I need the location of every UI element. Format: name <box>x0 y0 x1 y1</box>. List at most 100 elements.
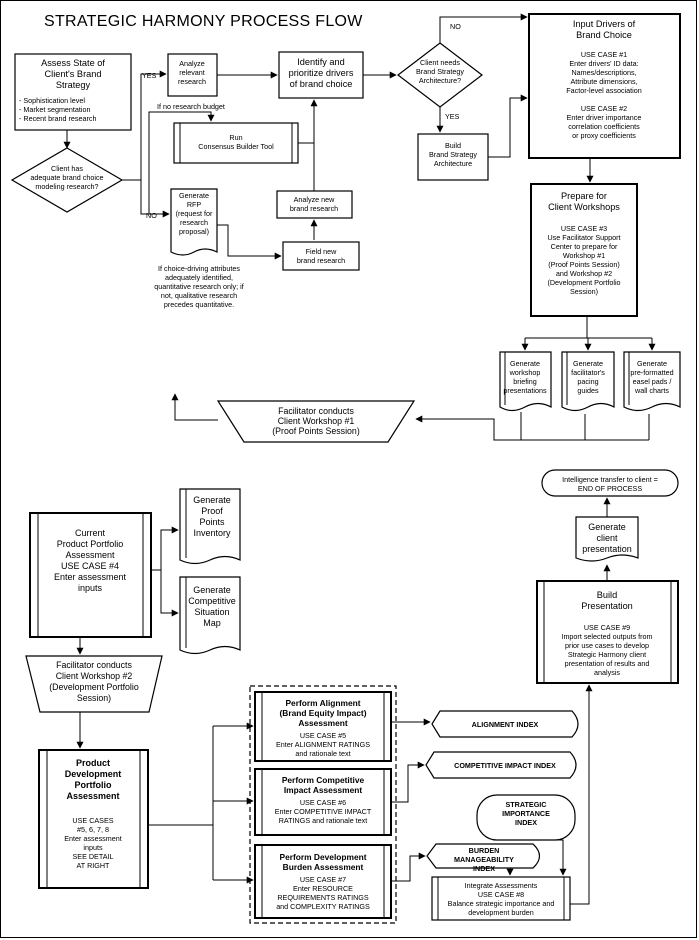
gen-easel-line: Generate <box>637 359 667 368</box>
gen-proof-points-line: Proof <box>201 506 223 516</box>
gen-pacing-line: pacing <box>577 377 598 386</box>
integrate-line: development burden <box>468 908 534 917</box>
burden-index-line: BURDEN <box>469 846 500 855</box>
gen-briefing-line: Generate <box>510 359 540 368</box>
build-pres-body-line: presentation of results and <box>565 659 650 668</box>
analyze-new-line: brand research <box>290 204 338 213</box>
workshop1-text: Facilitator conductsClient Workshop #1(P… <box>272 406 360 436</box>
gen-competitive-line: Generate <box>193 585 231 595</box>
identify-drivers-line: of brand choice <box>290 79 353 89</box>
end-process-line: Intelligence transfer to client = <box>562 475 658 484</box>
needs-architecture-line: Brand Strategy <box>416 67 464 76</box>
input-drivers-title-line: Brand Choice <box>576 30 632 40</box>
integrate-line: USE CASE #8 <box>478 890 524 899</box>
needs-architecture-line: Client needs <box>420 58 460 67</box>
gen-pacing-line: facilitator's <box>571 368 605 377</box>
perform-burden-body-line: and COMPLEXITY RATINGS <box>276 902 370 911</box>
product-dev-body-line: SEE DETAIL <box>72 852 113 861</box>
perform-alignment-title-line: (Brand Equity Impact) <box>279 708 366 718</box>
build-pres-body-line: prior use cases to develop <box>565 641 649 650</box>
workshop1-line: Client Workshop #1 <box>278 416 355 426</box>
input-drivers-uc1-line: Names/descriptions, <box>571 68 636 77</box>
strategic-index-line: INDEX <box>515 818 537 827</box>
perform-burden-body-line: REQUIREMENTS RATINGS <box>277 893 369 902</box>
build-pres-title-line: Presentation <box>581 601 633 611</box>
client-has-research-line: modeling research? <box>35 182 98 191</box>
gen-proof-points-line: Generate <box>193 495 231 505</box>
prepare-body-line: Center to prepare for <box>551 242 618 251</box>
perform-alignment-body-line: USE CASE #5 <box>300 731 346 740</box>
perform-competitive-body-line: USE CASE #6 <box>300 798 346 807</box>
workshop1-line: Facilitator conducts <box>278 406 354 416</box>
needs-architecture-text: Client needsBrand StrategyArchitecture? <box>416 58 464 85</box>
workshop2-line: Client Workshop #2 <box>56 671 133 681</box>
perform-burden-title-line: Perform Development <box>279 852 366 862</box>
gen-competitive-line: Competitive <box>188 596 236 606</box>
perform-alignment-body-line: Enter ALIGNMENT RATINGS <box>276 740 370 749</box>
perform-competitive-title-line: Impact Assessment <box>284 785 363 795</box>
gen-client-pres-line: Generate <box>588 522 626 532</box>
workshop1-line: (Proof Points Session) <box>272 426 360 436</box>
rfp-note-line: quantitative research only; if <box>154 282 244 291</box>
prepare-body-line: Workshop #1 <box>563 251 605 260</box>
current-portfolio-line: inputs <box>78 583 103 593</box>
gen-briefing-line: workshop <box>509 368 541 377</box>
input-drivers-uc2-line: Enter driver importance <box>567 113 642 122</box>
strategic-index-line: STRATEGIC <box>506 800 547 809</box>
generate-rfp-line: RFP <box>187 200 202 209</box>
analyze-new-line: Analyze new <box>294 195 336 204</box>
gen-easel-line: pre-formatted <box>630 368 673 377</box>
perform-alignment-body-line: and rationale text <box>295 749 350 758</box>
gen-competitive-line: Map <box>203 618 221 628</box>
integrate-line: Balance strategic importance and <box>448 899 555 908</box>
assess-state-line: Assess State of <box>41 58 105 68</box>
current-portfolio-line: USE CASE #4 <box>61 561 119 571</box>
competitive-index-text: COMPETITIVE IMPACT INDEX <box>454 761 556 770</box>
build-architecture-line: Brand Strategy <box>429 150 477 159</box>
product-dev-body-line: AT RIGHT <box>77 861 110 870</box>
run-consensus-line: Consensus Builder Tool <box>198 142 274 151</box>
burden-index-line: MANAGEABILITY <box>454 855 514 864</box>
gen-competitive-line: Situation <box>194 607 229 617</box>
generate-rfp-text: GenerateRFP(request forresearchproposal) <box>176 191 213 236</box>
analyze-relevant-text: Analyzerelevantresearch <box>178 59 206 86</box>
prepare-body-line: Use Facilitator Support <box>547 233 620 242</box>
assess-bullets-line: - Recent brand research <box>19 114 97 123</box>
product-dev-title-line: Assessment <box>66 791 119 801</box>
identify-drivers-text: Identify andprioritize driversof brand c… <box>289 57 354 89</box>
perform-burden-body-line: Enter RESOURCE <box>293 884 353 893</box>
analyze-relevant-line: relevant <box>179 68 205 77</box>
input-drivers-title-text: Input Drivers ofBrand Choice <box>573 19 636 40</box>
yes-label: YES <box>445 112 460 121</box>
prepare-body-line: USE CASE #3 <box>561 224 607 233</box>
build-pres-body-line: USE CASE #9 <box>584 623 630 632</box>
rfp-note-line: precedes quantitative. <box>164 300 234 309</box>
strategic-index-line: IMPORTANCE <box>502 809 550 818</box>
burden-index-line: INDEX <box>473 864 495 873</box>
input-drivers-uc1-line: Factor-level association <box>566 86 642 95</box>
perform-competitive-body-line: Enter COMPETITIVE IMPACT <box>275 807 372 816</box>
perform-burden-title-line: Burden Assessment <box>283 862 364 872</box>
perform-burden-body-line: USE CASE #7 <box>300 875 346 884</box>
assess-bullets-line: - Market segmentation <box>19 105 91 114</box>
generate-rfp-line: proposal) <box>179 227 209 236</box>
product-dev-body-line: inputs <box>83 843 103 852</box>
product-dev-title-line: Product <box>76 758 110 768</box>
prepare-body-text: USE CASE #3Use Facilitator SupportCenter… <box>547 224 620 296</box>
gen-pacing-line: Generate <box>573 359 603 368</box>
gen-pacing-line: guides <box>577 386 599 395</box>
workshop2-line: Session) <box>77 693 111 703</box>
field-new-line: Field new <box>306 247 338 256</box>
workshop2-line: (Development Portfolio <box>49 682 139 692</box>
perform-competitive-body-line: RATINGS and rationale text <box>279 816 368 825</box>
generate-rfp-line: (request for <box>176 209 213 218</box>
current-portfolio-line: Enter assessment <box>54 572 127 582</box>
rfp-note-line: not, qualitative research <box>161 291 237 300</box>
rfp-note-line: adequately identified, <box>165 273 233 282</box>
gen-easel-line: wall charts <box>634 386 669 395</box>
analyze-new-text: Analyze newbrand research <box>290 195 338 213</box>
field-new-line: brand research <box>297 256 345 265</box>
end-process-line: END OF PROCESS <box>578 484 643 493</box>
input-drivers-uc1-line: Attribute dimensions, <box>570 77 637 86</box>
